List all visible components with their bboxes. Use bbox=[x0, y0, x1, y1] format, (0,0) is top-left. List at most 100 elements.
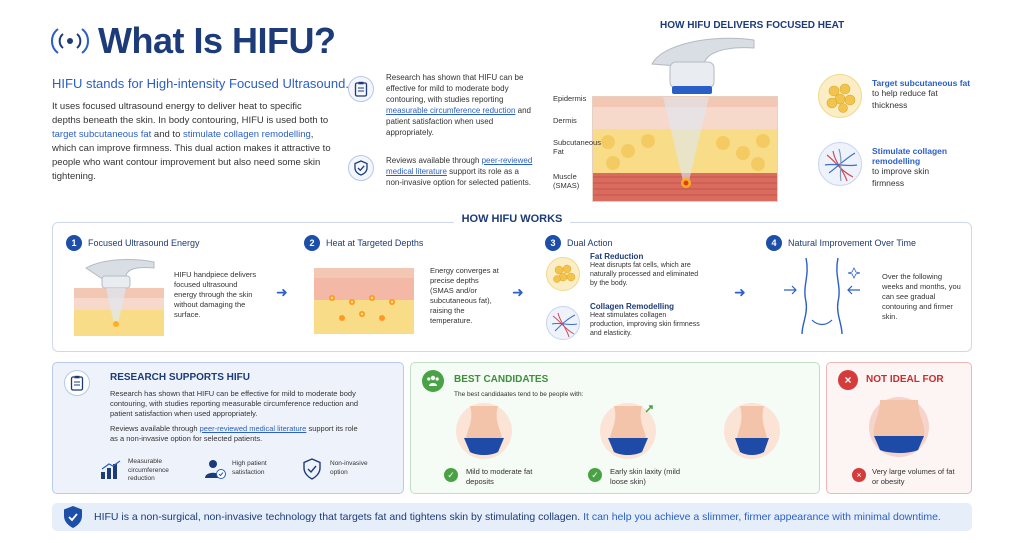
close-icon: × bbox=[838, 370, 858, 390]
ultrasound-waves-icon bbox=[51, 28, 89, 54]
research-top-text-2: Reviews available through peer-reviewed … bbox=[386, 155, 534, 188]
callout-fat: Target subcutaneous fat to help reduce f… bbox=[872, 78, 982, 111]
stat-satisfaction: High patient satisfaction bbox=[232, 460, 267, 476]
step-3-number: 3 bbox=[545, 235, 561, 251]
intro-text: and to bbox=[151, 129, 183, 140]
step-1-header: 1 Focused Ultrasound Energy bbox=[66, 235, 200, 251]
layer-label-muscle: Muscle (SMAS) bbox=[553, 172, 580, 190]
callout-fat-text: to help reduce fat thickness bbox=[872, 88, 938, 110]
research-panel-text-1: Research has shown that HIFU can be effe… bbox=[110, 389, 359, 418]
step-3-header: 3 Dual Action bbox=[545, 235, 613, 251]
torso-obese-icon bbox=[869, 397, 929, 457]
slim-waist-icon bbox=[784, 257, 861, 335]
people-icon bbox=[422, 370, 444, 392]
how-it-works-title: HOW HIFU WORKS bbox=[0, 213, 1024, 225]
layer-label-dermis: Dermis bbox=[553, 116, 577, 125]
not-ideal-item: Very large volumes of fat or obesity bbox=[872, 467, 955, 486]
intro-text: , which can improve firmness. This dual … bbox=[52, 129, 331, 182]
layer-label-fat: Subcutaneous Fat bbox=[553, 138, 601, 156]
callout-fat-title: Target subcutaneous fat bbox=[872, 78, 971, 88]
step-1-text: HIFU handpiece delivers focused ultrasou… bbox=[174, 270, 257, 319]
step-4-number: 4 bbox=[766, 235, 782, 251]
footer-text-main: HIFU is a non-surgical, non-invasive tec… bbox=[94, 511, 584, 523]
step-4-title: Natural Improvement Over Time bbox=[788, 238, 917, 248]
intro-paragraph: It uses focused ultrasound energy to del… bbox=[52, 100, 332, 184]
check-icon: ✓ bbox=[444, 468, 458, 482]
how-it-works-title-text: HOW HIFU WORKS bbox=[453, 213, 571, 225]
step-1-title: Focused Ultrasound Energy bbox=[88, 238, 200, 248]
satisfied-patient-icon bbox=[205, 460, 226, 479]
research-panel-text-2: Reviews available through peer-reviewed … bbox=[110, 424, 360, 444]
clipboard-icon bbox=[64, 370, 90, 396]
arrow-right-icon: ➜ bbox=[734, 284, 746, 300]
step-3-title: Dual Action bbox=[567, 238, 613, 248]
step-2-illustration bbox=[314, 268, 414, 334]
step-4-text: Over the following weeks and months, you… bbox=[882, 272, 961, 321]
circumference-link[interactable]: measurable circumference reduction bbox=[386, 106, 516, 115]
clipboard-icon bbox=[348, 76, 374, 102]
shield-check-icon bbox=[64, 506, 82, 528]
collagen-remodelling-title: Collagen Remodelling bbox=[590, 302, 675, 311]
footer-banner: HIFU is a non-surgical, non-invasive tec… bbox=[52, 503, 972, 531]
skin-cross-section bbox=[592, 96, 778, 202]
fat-cells-icon bbox=[818, 74, 862, 118]
fat-reduction-title: Fat Reduction bbox=[590, 252, 644, 261]
arrow-right-icon: ➜ bbox=[276, 284, 288, 300]
step-1-illustration bbox=[74, 259, 164, 336]
intro-highlight-collagen: stimulate collagen remodelling bbox=[183, 129, 311, 140]
footer-text: HIFU is a non-surgical, non-invasive tec… bbox=[94, 511, 941, 523]
step-4-header: 4 Natural Improvement Over Time bbox=[766, 235, 916, 251]
shield-check-icon bbox=[303, 458, 321, 480]
collagen-remodelling-block: Collagen Remodelling Heat stimulates col… bbox=[590, 302, 700, 338]
layer-labels: Epidermis Dermis Subcutaneous Fat Muscle… bbox=[553, 92, 601, 202]
callout-collagen-title: Stimulate collagen remodelling bbox=[872, 146, 948, 166]
x-mark-icon: × bbox=[852, 468, 866, 482]
research-text: Research has shown that HIFU can be effe… bbox=[386, 73, 524, 104]
page-subtitle: HIFU stands for High-intensity Focused U… bbox=[52, 76, 349, 91]
fat-cells-icon bbox=[546, 257, 580, 291]
research-text: Reviews available through bbox=[386, 156, 482, 165]
step-2-text: Energy converges at precise depths (SMAS… bbox=[430, 266, 499, 325]
not-ideal-title: NOT IDEAL FOR bbox=[866, 374, 944, 385]
title-row: What Is HIFU? bbox=[50, 20, 336, 62]
page-title: What Is HIFU? bbox=[98, 20, 336, 61]
collagen-fibers-icon bbox=[546, 306, 580, 340]
step-2-title: Heat at Targeted Depths bbox=[326, 238, 424, 248]
research-text: and patient satisfaction when used appro… bbox=[386, 106, 531, 137]
callout-collagen: Stimulate collagen remodelling to improv… bbox=[872, 146, 972, 189]
layer-label-epidermis: Epidermis bbox=[553, 94, 587, 103]
research-text: Reviews available through bbox=[110, 424, 200, 433]
collagen-fibers-icon bbox=[818, 142, 862, 186]
literature-link[interactable]: peer-reviewed medical literature bbox=[199, 424, 307, 433]
stat-circumference: Measurable circumference reduction bbox=[128, 458, 169, 482]
footer-text-highlight: It can help you achieve a slimmer, firme… bbox=[583, 511, 941, 523]
check-icon: ✓ bbox=[588, 468, 602, 482]
collagen-remodelling-text: Heat stimulates collagen production, imp… bbox=[590, 312, 700, 337]
step-1-number: 1 bbox=[66, 235, 82, 251]
torso-skin-laxity-icon bbox=[600, 403, 656, 459]
stat-non-invasive: Non-invasive option bbox=[330, 460, 368, 476]
torso-slim-icon bbox=[724, 403, 780, 459]
literature-link[interactable]: peer-reviewed medical literature bbox=[386, 156, 533, 176]
research-panel-title: RESEARCH SUPPORTS HIFU bbox=[110, 372, 251, 383]
intro-highlight-fat: target subcutaneous fat bbox=[52, 129, 152, 140]
candidate-item-1: Mild to moderate fat deposits bbox=[466, 467, 533, 486]
research-text: support its role as a non-invasive optio… bbox=[386, 167, 531, 187]
intro-text: It uses focused ultrasound energy to del… bbox=[52, 101, 329, 126]
candidate-item-2: Early skin laxity (mild loose skin) bbox=[610, 467, 681, 486]
fat-reduction-text: Heat disrupts fat cells, which are natur… bbox=[590, 262, 699, 287]
research-text: support its role as a non-invasive optio… bbox=[110, 424, 358, 443]
hifu-handpiece-icon bbox=[651, 37, 755, 94]
best-candidates-title: BEST CANDIDATES bbox=[454, 374, 549, 385]
diagram-title: HOW HIFU DELIVERS FOCUSED HEAT bbox=[660, 20, 845, 31]
fat-reduction-block: Fat Reduction Heat disrupts fat cells, w… bbox=[590, 252, 700, 288]
bar-chart-icon bbox=[101, 460, 121, 479]
arrow-right-icon: ➜ bbox=[512, 284, 524, 300]
callout-collagen-text: to improve skin firmness bbox=[872, 166, 930, 188]
best-candidates-intro: The best candidaates tend to be people w… bbox=[454, 391, 584, 398]
step-2-header: 2 Heat at Targeted Depths bbox=[304, 235, 423, 251]
step-2-number: 2 bbox=[304, 235, 320, 251]
torso-mild-fat-icon bbox=[456, 403, 512, 459]
shield-check-icon bbox=[348, 155, 374, 181]
research-top-text-1: Research has shown that HIFU can be effe… bbox=[386, 72, 534, 138]
